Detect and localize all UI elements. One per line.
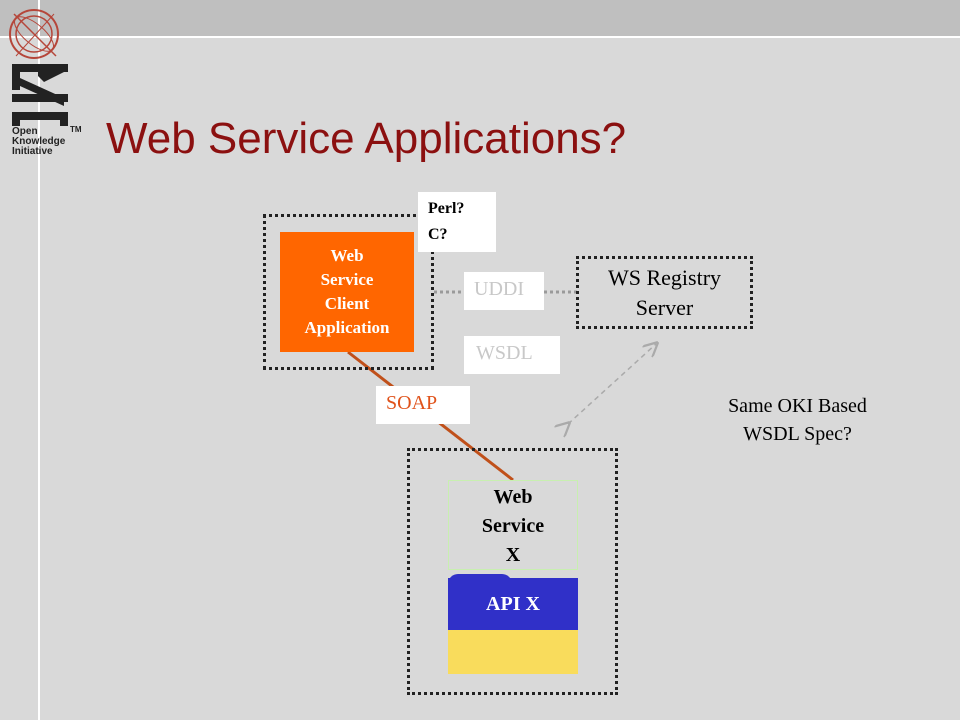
top-bar — [0, 0, 960, 36]
ws-registry-label: WS Registry Server — [607, 264, 722, 320]
soap-label: SOAP — [376, 386, 470, 424]
web-service-x-box: Web Service X — [448, 480, 578, 570]
trademark-mark: TM — [70, 125, 82, 134]
wsdl-arrow — [568, 344, 656, 424]
logo-line-knowledge: Knowledge — [12, 136, 66, 147]
perl-c-note: Perl? C? — [418, 192, 496, 252]
platform-base-box — [448, 630, 578, 674]
ws-registry-server: WS Registry Server — [576, 256, 753, 329]
left-rule — [38, 0, 40, 720]
logo-line-initiative: Initiative — [12, 146, 53, 157]
wsdl-label: WSDL — [464, 336, 560, 374]
logo-line-open: Open — [12, 126, 38, 137]
logo-text: Open Knowledge Initiative — [12, 127, 65, 157]
api-gap — [448, 572, 578, 578]
service-container — [407, 448, 618, 695]
same-oki-question: Same OKI Based WSDL Spec? — [728, 395, 867, 445]
api-x-label: API X — [486, 592, 540, 615]
header-rule — [0, 36, 960, 38]
api-x-box: API X — [448, 578, 578, 630]
slide-title: Web Service Applications? — [106, 114, 627, 163]
oki-logo-icon: TM — [9, 9, 82, 134]
client-application-box: Web Service Client Application — [280, 232, 414, 352]
client-application-label: Web Service Client Application — [304, 246, 390, 337]
uddi-label: UDDI — [464, 272, 544, 310]
client-container — [263, 214, 434, 370]
